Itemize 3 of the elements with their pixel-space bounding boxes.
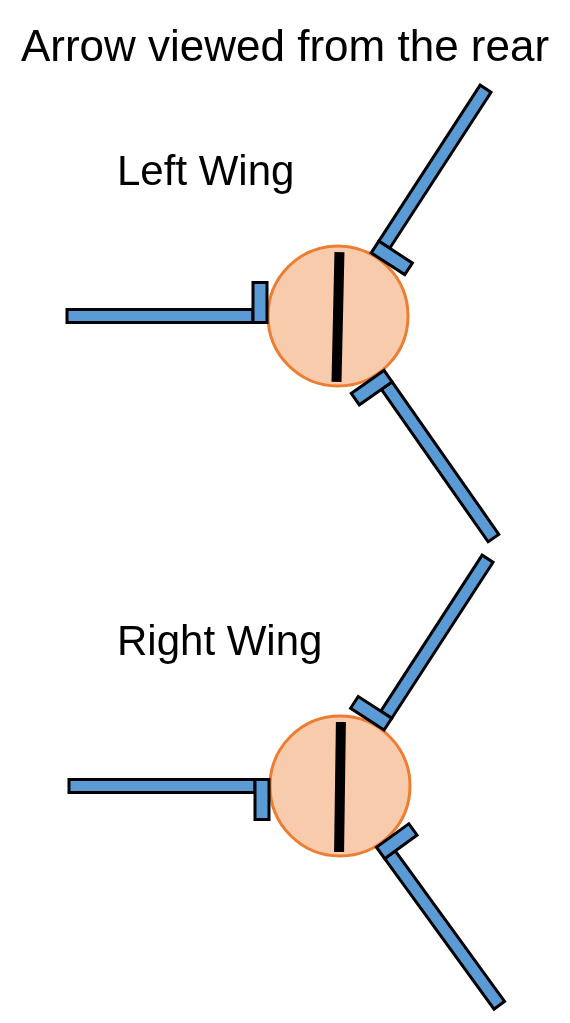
wing-label: Right Wing [117,620,323,662]
wing-label: Left Wing [117,150,295,192]
diagram-title: Arrow viewed from the rear [20,24,550,68]
